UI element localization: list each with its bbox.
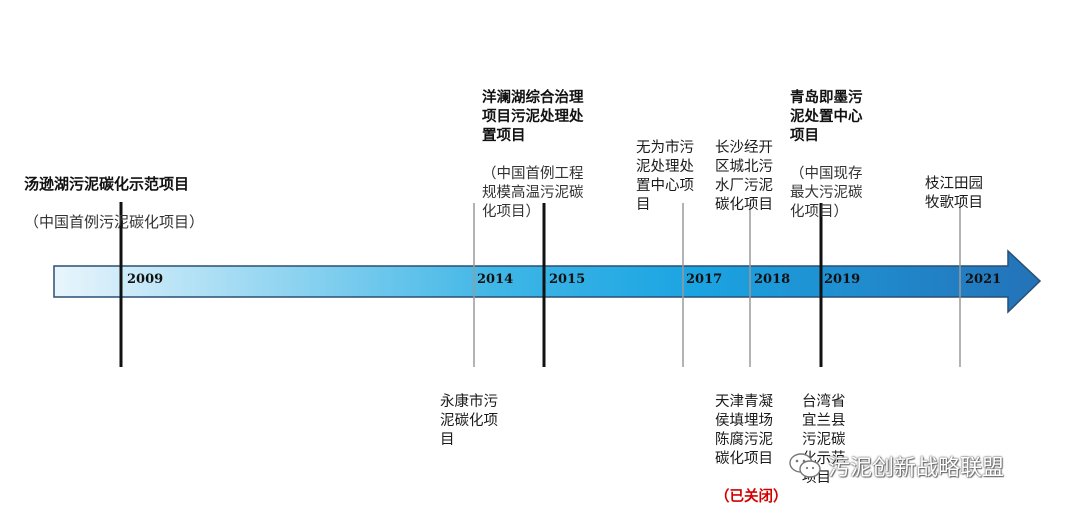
- event-2019-note: （中国现存 最大污泥碳 化项目）: [790, 166, 863, 220]
- watermark-text: 污泥创新战略联盟: [828, 456, 1005, 481]
- event-2021-text: 枝江田园 牧歌项目: [925, 176, 983, 211]
- watermark: 污泥创新战略联盟: [788, 448, 1004, 484]
- event-2018-top-text: 长沙经开 区城北污 水厂污泥 碳化项目: [715, 140, 773, 213]
- event-2019-title: 青岛即墨污 泥处置中心 项目: [790, 90, 863, 144]
- wechat-icon: [789, 453, 821, 478]
- closed-status: （已关闭）: [715, 489, 788, 505]
- timeline-arrow: [53, 249, 1042, 314]
- event-2014-text: 永康市污 泥碳化项 目: [440, 394, 498, 448]
- year-2015: 2015: [549, 272, 586, 287]
- event-2018-top-label: 长沙经开 区城北污 水厂污泥 碳化项目: [715, 120, 773, 234]
- event-2014-label: 永康市污 泥碳化项 目: [440, 374, 498, 469]
- event-2018-bottom-label: 天津青凝 侯填埋场 陈腐污泥 碳化项目 （已关闭）: [715, 374, 788, 526]
- event-2009-label: 汤逊湖污泥碳化示范项目 （中国首例污泥碳化项目）: [24, 156, 204, 251]
- year-2021: 2021: [965, 272, 1002, 287]
- event-2017-label: 无为市污 泥处理处 置中心项 目: [636, 120, 694, 234]
- event-2015-note: （中国首例工程 规模高温污泥碳 化项目）: [482, 166, 584, 220]
- year-2018: 2018: [754, 272, 791, 287]
- event-2021-label: 枝江田园 牧歌项目: [925, 156, 983, 232]
- event-2019-top-label: 青岛即墨污 泥处置中心 项目 （中国现存 最大污泥碳 化项目）: [790, 70, 863, 241]
- event-2015-title: 洋澜湖综合治理 项目污泥处理处 置项目: [482, 90, 584, 144]
- year-2014: 2014: [477, 272, 514, 287]
- year-2017: 2017: [686, 272, 723, 287]
- event-2019-bottom-label: 台湾省 宜兰县 污泥碳 化示范 项目: [802, 374, 846, 507]
- event-2009-note: （中国首例污泥碳化项目）: [24, 213, 205, 231]
- year-2019: 2019: [824, 272, 861, 287]
- event-2017-text: 无为市污 泥处理处 置中心项 目: [636, 140, 694, 213]
- event-2019-bottom-text: 台湾省 宜兰县 污泥碳 化示范 项目: [802, 394, 846, 486]
- event-2015-label: 洋澜湖综合治理 项目污泥处理处 置项目 （中国首例工程 规模高温污泥碳 化项目）: [482, 70, 584, 241]
- event-2009-title: 汤逊湖污泥碳化示范项目: [24, 175, 190, 193]
- event-2018-bottom-text: 天津青凝 侯填埋场 陈腐污泥 碳化项目: [715, 394, 773, 467]
- year-2009: 2009: [127, 272, 164, 287]
- timeline-diagram: [53, 202, 1042, 367]
